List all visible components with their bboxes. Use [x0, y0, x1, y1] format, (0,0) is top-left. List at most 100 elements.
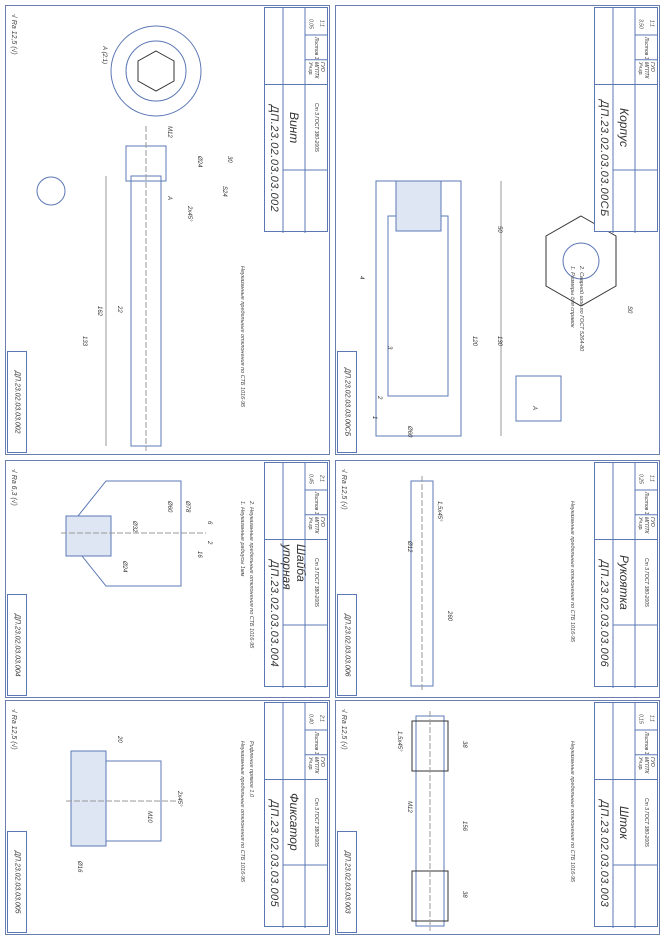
part-name: Фиксатор [287, 793, 301, 852]
dimension-label: А [531, 406, 537, 411]
dimension-label: А (2:1) [101, 46, 107, 65]
material: Ст 3 ГОСТ 380-2005 [313, 102, 319, 152]
mass: 0,45 [307, 473, 314, 484]
dimension-label: Ø60 [406, 426, 412, 438]
dimension-label: 38 [461, 741, 467, 748]
dimension-label: 1,5х45° [436, 501, 442, 522]
drawing-code: ДП.23.02.03.03.005 [268, 800, 280, 908]
part-drawing [411, 711, 449, 931]
scale: 2:1 [318, 715, 325, 723]
sheet-count: Листов 1 [643, 37, 649, 60]
dimension-label: 2 [206, 541, 212, 545]
corner-stamp: ДП.23.02.03.03.004 [7, 594, 27, 696]
dimension-label: 3 [386, 346, 392, 350]
organization: ГУО МГПТК Уч.гр. [307, 517, 325, 534]
part-name: Рукоятка [617, 554, 631, 610]
part-name: Корпус [617, 107, 631, 147]
mass: 0,15 [637, 713, 644, 724]
part-drawing [66, 750, 176, 847]
mass: 0,40 [307, 713, 314, 724]
dimension-label: 2х45° [176, 791, 182, 807]
material: Ст 3 ГОСТ 380-2005 [313, 557, 319, 607]
dimension-label: 1,5х45° [396, 731, 402, 752]
mass: 0,05 [307, 18, 314, 29]
technical-note: Неуказанные предельные отклонения по СТБ… [569, 741, 575, 883]
dimension-label: 30 [226, 156, 232, 163]
dimension-label: М10 [146, 811, 152, 823]
part-name: Шайба упорная [280, 544, 308, 590]
material: Ст 3 ГОСТ 380-2005 [643, 797, 649, 847]
title-block-grid [595, 8, 657, 233]
title-block-grid [595, 703, 657, 928]
dimension-label: Ø24 [196, 156, 202, 168]
technical-note: Неуказанные предельные отклонения по СТБ… [239, 266, 245, 408]
sheet-count: Листов 1 [313, 37, 319, 60]
title-block-grid [265, 703, 327, 928]
drawing-sheet: ДП.23.02.03.03.006 Рукоятка Ст 3 ГОСТ 380-… [335, 460, 660, 698]
material: Ст 3 ГОСТ 380-2005 [643, 557, 649, 607]
corner-stamp: ДП.23.02.03.03.005 [7, 831, 27, 933]
dimension-label: М12 [406, 801, 412, 813]
sheet-count: Листов 1 [643, 492, 649, 515]
dimension-label: S24 [221, 186, 227, 197]
corner-stamp: ДП.23.02.03.03.006 [337, 594, 357, 696]
dimension-label: 1 [371, 416, 377, 420]
scale: 1:1 [648, 475, 655, 483]
organization: ГУО МГПТК Уч.гр. [637, 517, 655, 534]
technical-note: Неуказанные предельные отклонения по СТБ… [239, 741, 245, 883]
mass: 3,50 [637, 18, 644, 29]
roughness-mark: √ Ra 12,5 (√) [340, 469, 347, 510]
dimension-label: А [166, 196, 172, 201]
drawing-code: ДП.23.02.03.03.004 [268, 560, 280, 668]
technical-note: 1. Неуказанные радиусы 1мм [239, 501, 245, 577]
dimension-label: Ø60 [166, 501, 172, 513]
dimension-label: Ø12 [406, 541, 412, 553]
dimension-label: М12 [166, 126, 172, 138]
dimension-label: 38 [461, 891, 467, 898]
part-drawing [36, 25, 202, 451]
dimension-label: 22 [116, 306, 122, 313]
dimension-label: 260 [446, 611, 452, 622]
roughness-mark: √ Ra 6,3 (√) [10, 469, 17, 506]
sheet-count: Листов 1 [313, 492, 319, 515]
technical-note: Рифление прямое 1,0 [248, 741, 254, 798]
title-block-grid [265, 8, 327, 233]
dimension-label: 20 [116, 736, 122, 743]
organization: ГУО МГПТК Уч.гр. [637, 62, 655, 79]
technical-note: 2. Сварной шов по ГОСТ 5264-80 [578, 266, 584, 352]
dimension-label: 4 [358, 276, 364, 280]
organization: ГУО МГПТК Уч.гр. [307, 757, 325, 774]
part-drawing [375, 180, 617, 437]
scale: 1:1 [318, 20, 325, 28]
roughness-mark: √ Ra 12,5 (√) [340, 709, 347, 750]
part-drawing [61, 480, 206, 587]
dimension-label: 162 [96, 306, 102, 317]
dimension-label: 133 [81, 336, 87, 347]
dimension-label: 156 [461, 821, 467, 832]
scale: 2:1 [318, 475, 325, 483]
dimension-label: 2х45° [186, 206, 192, 222]
title-block-grid [595, 463, 657, 688]
technical-note: 1. Размеры для справок [569, 266, 575, 328]
organization: ГУО МГПТК Уч.гр. [637, 757, 655, 774]
dimension-label: 16 [196, 551, 202, 558]
dimension-label: 2 [376, 396, 382, 400]
dimension-label: Ø78 [184, 501, 190, 513]
dimension-label: S0 [626, 306, 632, 314]
dimension-label: 120 [471, 336, 477, 347]
dimension-label: 6 [206, 521, 212, 525]
dimension-label: Ø24 [121, 561, 127, 573]
drawing-code: ДП.23.02.03.03.00СБ [598, 100, 610, 218]
dimension-label: Ø32 [131, 521, 137, 533]
part-name: Винт [287, 111, 301, 143]
sheet-count: Листов 1 [643, 732, 649, 755]
